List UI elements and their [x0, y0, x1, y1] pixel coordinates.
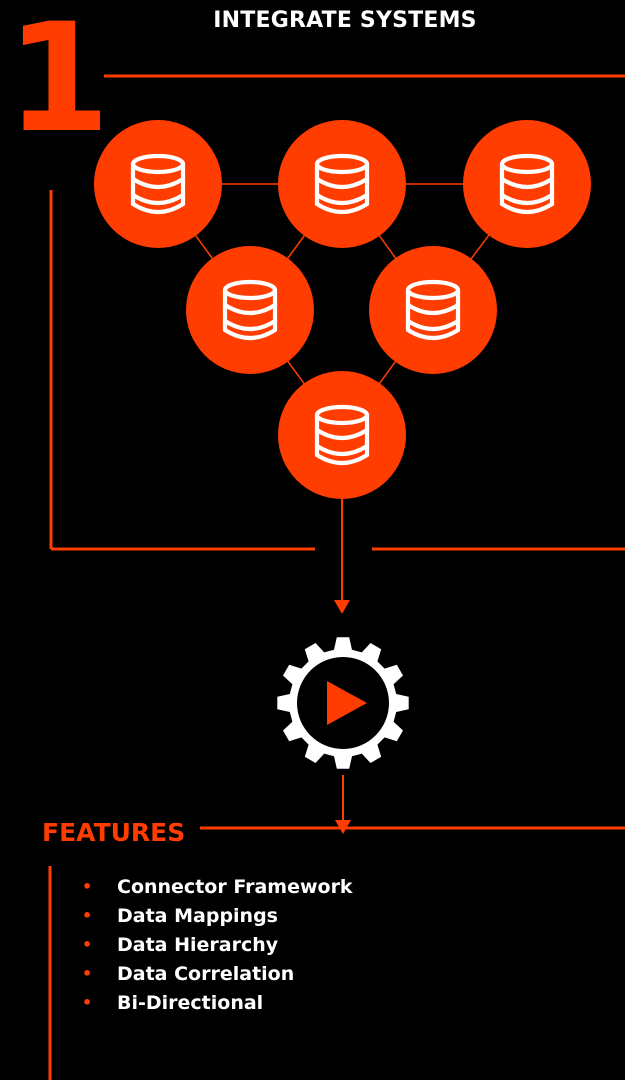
database-icon	[405, 279, 461, 341]
feature-item: • Data Correlation	[80, 961, 353, 990]
db-top-center	[278, 120, 406, 248]
arrow-to-process-head	[334, 600, 350, 614]
feature-label: Data Mappings	[117, 905, 278, 927]
feature-label: Bi-Directional	[117, 992, 264, 1014]
db-top-right	[463, 120, 591, 248]
database-icon	[130, 153, 186, 215]
features-heading: FEATURES	[42, 818, 186, 847]
bullet-icon: •	[82, 877, 93, 896]
play-icon	[327, 681, 367, 725]
bullet-icon: •	[82, 906, 93, 925]
feature-label: Connector Framework	[117, 876, 353, 898]
bullet-icon: •	[82, 935, 93, 954]
database-icon	[314, 153, 370, 215]
feature-item: • Bi-Directional	[80, 990, 353, 1019]
feature-item: • Data Hierarchy	[80, 932, 353, 961]
features-list: • Connector Framework • Data Mappings • Dat…	[80, 874, 353, 1019]
feature-item: • Connector Framework	[80, 874, 353, 903]
db-bottom	[278, 371, 406, 499]
feature-label: Data Hierarchy	[117, 934, 279, 956]
database-icon	[222, 279, 278, 341]
feature-label: Data Correlation	[117, 963, 295, 985]
database-icon	[499, 153, 555, 215]
db-middle-right	[369, 246, 497, 374]
page-title: INTEGRATE SYSTEMS	[213, 8, 477, 33]
bullet-icon: •	[82, 993, 93, 1012]
bullet-icon: •	[82, 964, 93, 983]
step-number: 1	[6, 0, 110, 166]
db-middle-left	[186, 246, 314, 374]
feature-item: • Data Mappings	[80, 903, 353, 932]
gear-play-icon	[277, 637, 409, 769]
database-icon	[314, 404, 370, 466]
db-top-left	[94, 120, 222, 248]
